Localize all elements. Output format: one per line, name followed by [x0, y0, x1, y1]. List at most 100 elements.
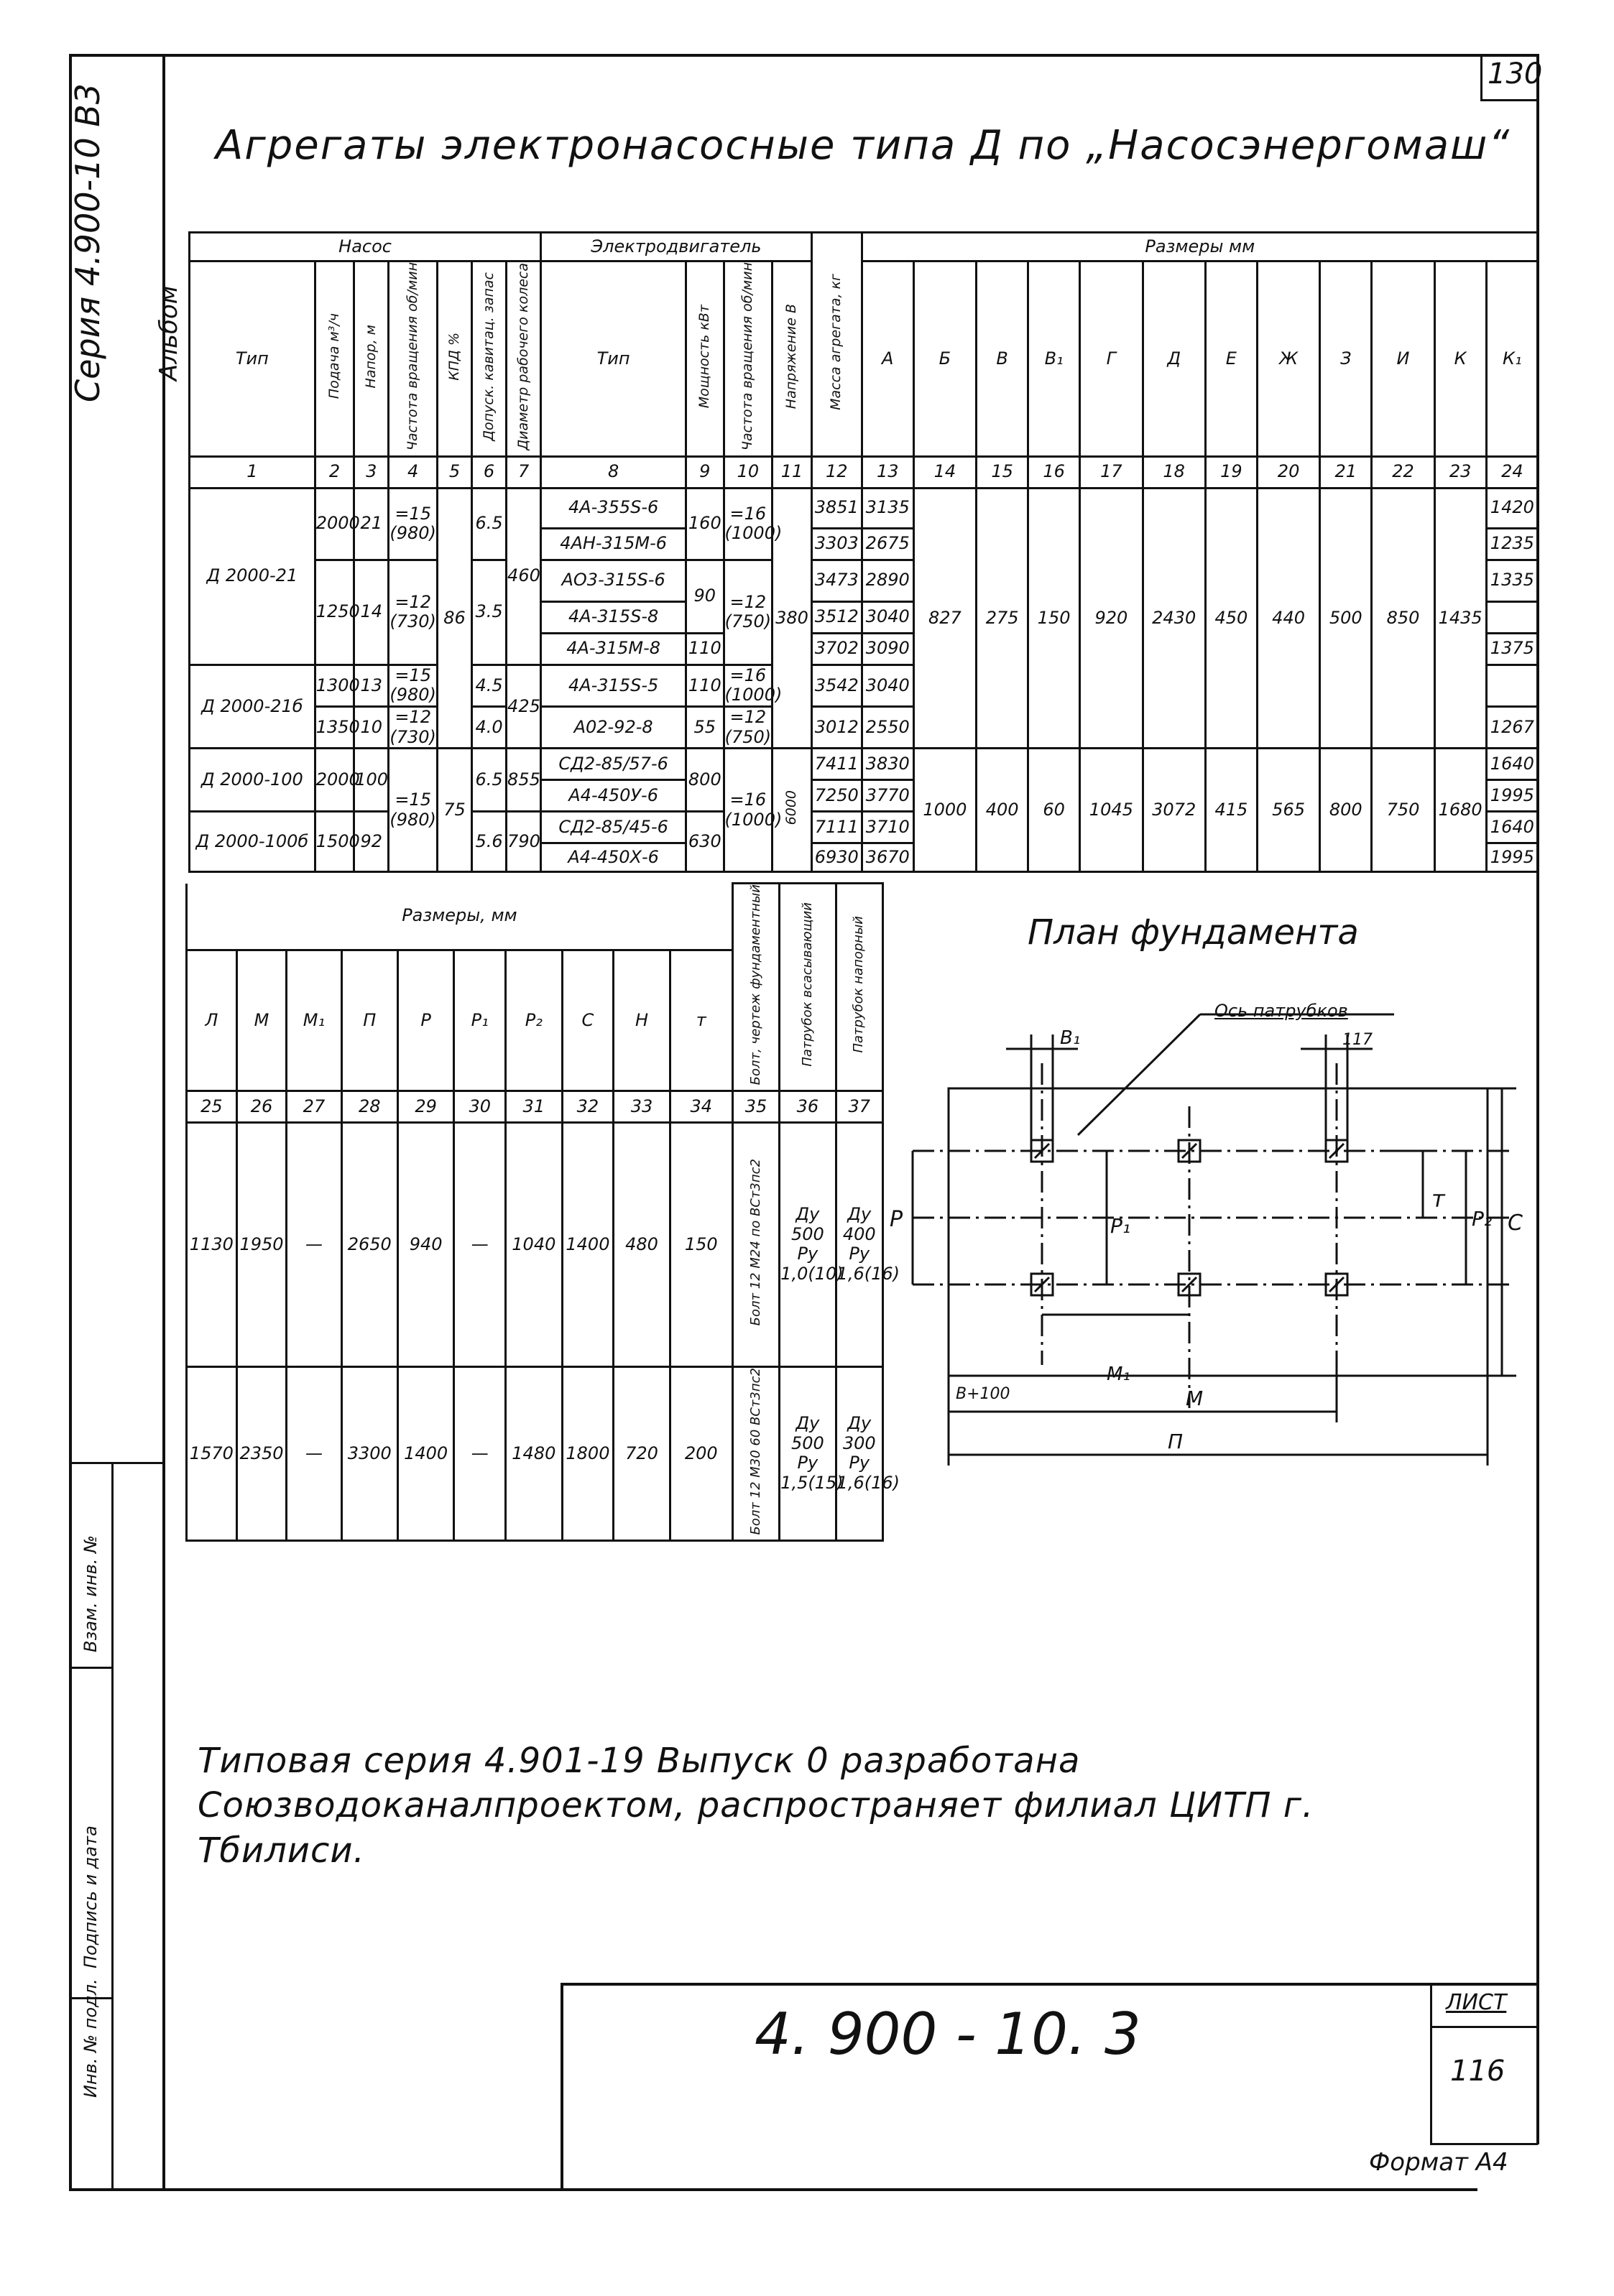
group-dims-2: Размеры, мм [185, 883, 734, 951]
cell-dim-b: 1000 [912, 747, 978, 874]
cell-volt: 380 [771, 486, 813, 750]
cell-npsh: 4.0 [471, 705, 508, 750]
colnum: 25 [185, 1089, 238, 1124]
stamp-sep [69, 1997, 114, 1999]
bolt-hole [1030, 1139, 1054, 1163]
h-mass: Масса агрегата, кг [810, 231, 863, 458]
cell-dim-b: 827 [912, 486, 978, 750]
h-a: А [860, 260, 915, 458]
colnum: 1 [188, 455, 316, 489]
cell-flow: 1500 [313, 810, 360, 874]
cell-mass: 3012 [810, 705, 863, 750]
colnum: 18 [1141, 455, 1207, 489]
cell-dim-i: 850 [1370, 486, 1436, 750]
cell-a: 3710 [860, 810, 915, 845]
cell-npsh: 6.5 [471, 747, 508, 813]
units-table: Насос Электродвигатель Масса агрегата, к… [188, 231, 1540, 874]
h-b: Б [912, 260, 978, 458]
cell-mass: 7411 [810, 747, 863, 782]
cell-rpm: =15 (980) [387, 747, 438, 874]
cell-power: 110 [685, 663, 725, 708]
hole-mark [1181, 1142, 1198, 1159]
cell-motor: А4-450Х-6 [540, 842, 688, 874]
colnum: 22 [1370, 455, 1436, 489]
colnum: 4 [387, 455, 438, 489]
cell-power: 55 [685, 705, 725, 750]
colnum: 12 [810, 455, 863, 489]
spine-album: Альбом [155, 285, 183, 381]
colnum: 5 [435, 455, 474, 489]
cell: 2650 [340, 1121, 399, 1368]
cell-rpm: =15 (980) [387, 486, 438, 561]
colnum: 7 [505, 455, 543, 489]
cell-npsh: 5.6 [471, 810, 508, 874]
h-r2: Р₂ [504, 948, 563, 1092]
colnum: 34 [668, 1089, 734, 1124]
h-p: П [340, 948, 399, 1092]
format-label: Формат А4 [1369, 2148, 1508, 2177]
dim-p1-label: Р₁ [1110, 1214, 1131, 1238]
table-row: 1570 2350 — 3300 1400 — 1480 1800 720 20… [185, 1365, 900, 1542]
colnum: 30 [453, 1089, 507, 1124]
cell: 1040 [504, 1121, 563, 1368]
cell-rpm: =12 (730) [387, 558, 438, 666]
h-k1: К₁ [1485, 260, 1540, 458]
cell-power: 630 [685, 810, 725, 874]
cell-dim-e: 415 [1204, 747, 1258, 874]
cell-mass: 3473 [810, 558, 863, 603]
cell-mrpm: =12 (750) [722, 705, 774, 750]
h-m1: М₁ [285, 948, 343, 1092]
cell-rpm: =15 (980) [387, 663, 438, 708]
h-r1: Р₁ [453, 948, 507, 1092]
cell-dim-d: 3072 [1141, 747, 1207, 874]
cell-k1: 1375 [1485, 631, 1540, 666]
bolt-hole [1177, 1272, 1202, 1297]
column-number-row-2: 25 26 27 28 29 30 31 32 33 34 35 36 37 [185, 1089, 885, 1124]
cell: 1400 [396, 1365, 456, 1542]
h-imp: Диаметр рабочего колеса [505, 260, 543, 458]
cell-motor: 4А-315S-8 [540, 600, 688, 634]
cell-a: 3040 [860, 600, 915, 634]
cell-dim-z: 800 [1319, 747, 1373, 874]
colnum: 26 [235, 1089, 288, 1124]
cell-mass: 3542 [810, 663, 863, 708]
cell-a: 3040 [860, 663, 915, 708]
cell: 1800 [561, 1365, 615, 1542]
group-pump: Насос [188, 231, 543, 262]
dim-p2-label: Р₂ [1472, 1207, 1493, 1231]
colnum: 21 [1319, 455, 1373, 489]
cell-mass: 7250 [810, 779, 863, 813]
colnum: 3 [353, 455, 390, 489]
dim-t-label: т [1431, 1185, 1445, 1213]
titleblock-sheet-sep [1430, 2026, 1538, 2028]
colnum: 16 [1027, 455, 1082, 489]
cell-dim-v: 400 [975, 747, 1030, 874]
foundation-slab [947, 1087, 1489, 1377]
cell-eff: 86 [435, 486, 474, 750]
cell-motor: 4А-355S-6 [540, 486, 688, 529]
cell: Ду 300 Ру 1,6(16) [834, 1365, 900, 1542]
colnum: 23 [1433, 455, 1488, 489]
bolt-hole [1324, 1139, 1349, 1163]
cell-k1: 1420 [1485, 486, 1540, 529]
cell-k1 [1485, 600, 1540, 634]
cell-a: 2890 [860, 558, 915, 603]
colnum: 8 [540, 455, 688, 489]
colnum: 13 [860, 455, 915, 489]
colnum: 33 [612, 1089, 671, 1124]
colnum: 11 [771, 455, 813, 489]
cell-dim-v: 275 [975, 486, 1030, 750]
cell-dim-k: 1680 [1433, 747, 1488, 874]
cell: 150 [668, 1121, 734, 1368]
stamp-sign: Подпись и дата [80, 1825, 101, 1968]
dim-c-label: С [1508, 1211, 1523, 1236]
h-i: И [1370, 260, 1436, 458]
axis-leader [1076, 1013, 1202, 1137]
cell-head: 100 [353, 747, 390, 813]
page-number: 130 [1488, 57, 1543, 91]
cell-k1: 1335 [1485, 558, 1540, 603]
